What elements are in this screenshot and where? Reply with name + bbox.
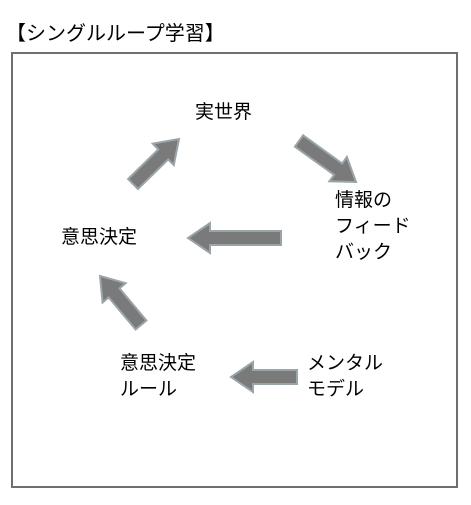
node-decision: 意思決定 <box>61 224 137 250</box>
node-decision-line-1: 意思決定 <box>61 226 138 248</box>
arrow-real-world-to-feedback <box>293 133 358 184</box>
node-mental-model-line-2: モデル <box>307 378 365 400</box>
diagram-frame <box>11 52 458 488</box>
arrow-feedback-to-decision <box>186 221 282 255</box>
node-mental-model-line-1: メンタル <box>307 352 384 374</box>
node-mental-model: メンタル モデル <box>307 350 383 402</box>
arrow-decision-to-real-world <box>126 137 181 191</box>
node-feedback-line-2: フィード <box>335 215 411 237</box>
node-real-world: 実世界 <box>195 99 252 125</box>
node-feedback-line-3: バック <box>335 241 393 263</box>
arrow-mental-model-to-decision-rules <box>229 360 298 394</box>
diagram-title: 【シングルループ学習】 <box>6 21 225 45</box>
node-feedback-line-1: 情報の <box>335 189 393 211</box>
node-decision-rules-line-1: 意思決定 <box>120 352 197 374</box>
node-real-world-line-1: 実世界 <box>195 101 253 123</box>
node-decision-rules: 意思決定 ルール <box>120 350 196 402</box>
arrow-decision-rules-to-decision <box>98 274 148 331</box>
node-decision-rules-line-2: ルール <box>120 378 178 400</box>
node-feedback: 情報の フィード バック <box>335 187 411 265</box>
